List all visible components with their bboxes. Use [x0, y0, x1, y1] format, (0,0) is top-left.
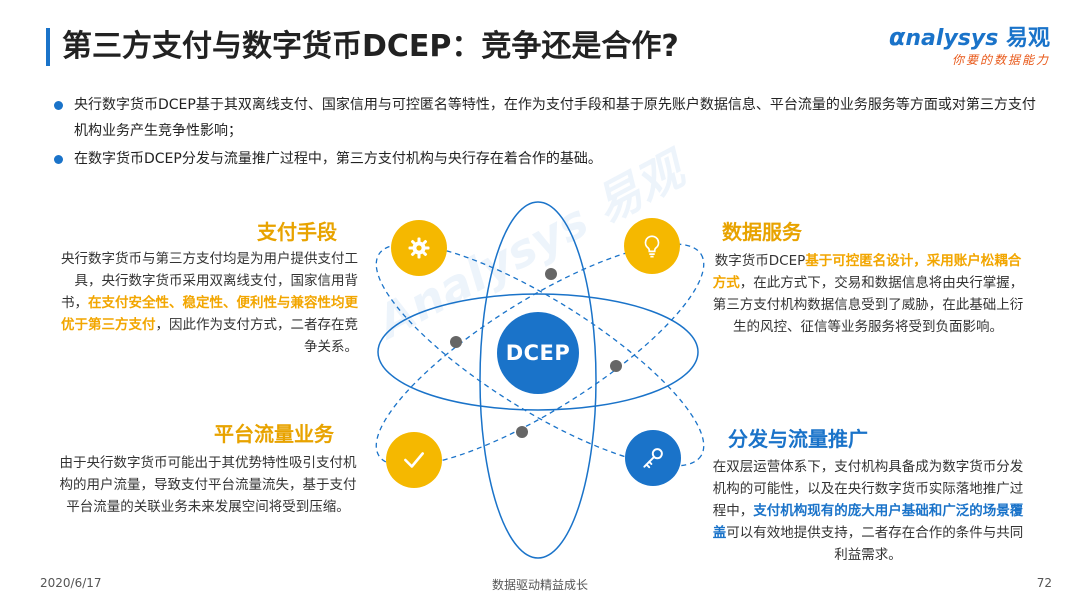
bullet-list: 央行数字货币DCEP基于其双离线支付、国家信用与可控匿名等特性，在作为支付手段和…	[52, 92, 1042, 172]
brand-logo: αnalysys 易观 你要的数据能力	[888, 23, 1050, 67]
payment-section-title: 支付手段	[257, 220, 337, 244]
traffic-section-title: 平台流量业务	[214, 422, 334, 446]
logo-cn: 易观	[1005, 26, 1050, 51]
page-title: 第三方支付与数字货币DCEP：竞争还是合作?	[62, 29, 679, 64]
footer-date: 2020/6/17	[40, 576, 102, 590]
electron-dot	[610, 360, 622, 372]
title-accent-bar	[46, 28, 50, 66]
footer-tagline: 数据驱动精益成长	[491, 578, 588, 592]
bullet-item: 央行数字货币DCEP基于其双离线支付、国家信用与可控匿名等特性，在作为支付手段和…	[52, 92, 1042, 144]
data-node	[624, 218, 680, 274]
data-section-text: 数字货币DCEP基于可控匿名设计，采用账户松耦合方式，在此方式下，交易和数据信息…	[712, 253, 1024, 335]
dcep-core: DCEP	[497, 312, 579, 394]
data-section-title: 数据服务	[722, 220, 802, 244]
bullet-item: 在数字货币DCEP分发与流量推广过程中，第三方支付机构与央行存在着合作的基础。	[52, 146, 1042, 172]
traffic-node	[386, 432, 442, 488]
logo-text: nalysys	[905, 26, 999, 51]
distribution-section-text: 在双层运营体系下，支付机构具备成为数字货币分发机构的可能性，以及在央行数字货币实…	[712, 459, 1024, 563]
payment-node	[391, 220, 447, 276]
electron-dot	[450, 336, 462, 348]
key-icon	[643, 448, 663, 469]
logo-slogan: 你要的数据能力	[951, 53, 1050, 67]
bullet-dot	[54, 155, 63, 164]
gear-icon	[408, 237, 430, 259]
page-number: 72	[1036, 576, 1052, 590]
check-icon	[404, 452, 424, 468]
distribution-section-title: 分发与流量推广	[728, 427, 868, 451]
bullet-dot	[54, 101, 63, 110]
electron-dot	[516, 426, 528, 438]
payment-section-text: 央行数字货币与第三方支付均是为用户提供支付工具，央行数字货币采用双离线支付，国家…	[61, 251, 358, 355]
traffic-section-text: 由于央行数字货币可能出于其优势特性吸引支付机构的用户流量，导致支付平台流量流失，…	[59, 455, 357, 515]
distribution-node	[625, 430, 681, 486]
lightbulb-icon	[644, 235, 660, 258]
